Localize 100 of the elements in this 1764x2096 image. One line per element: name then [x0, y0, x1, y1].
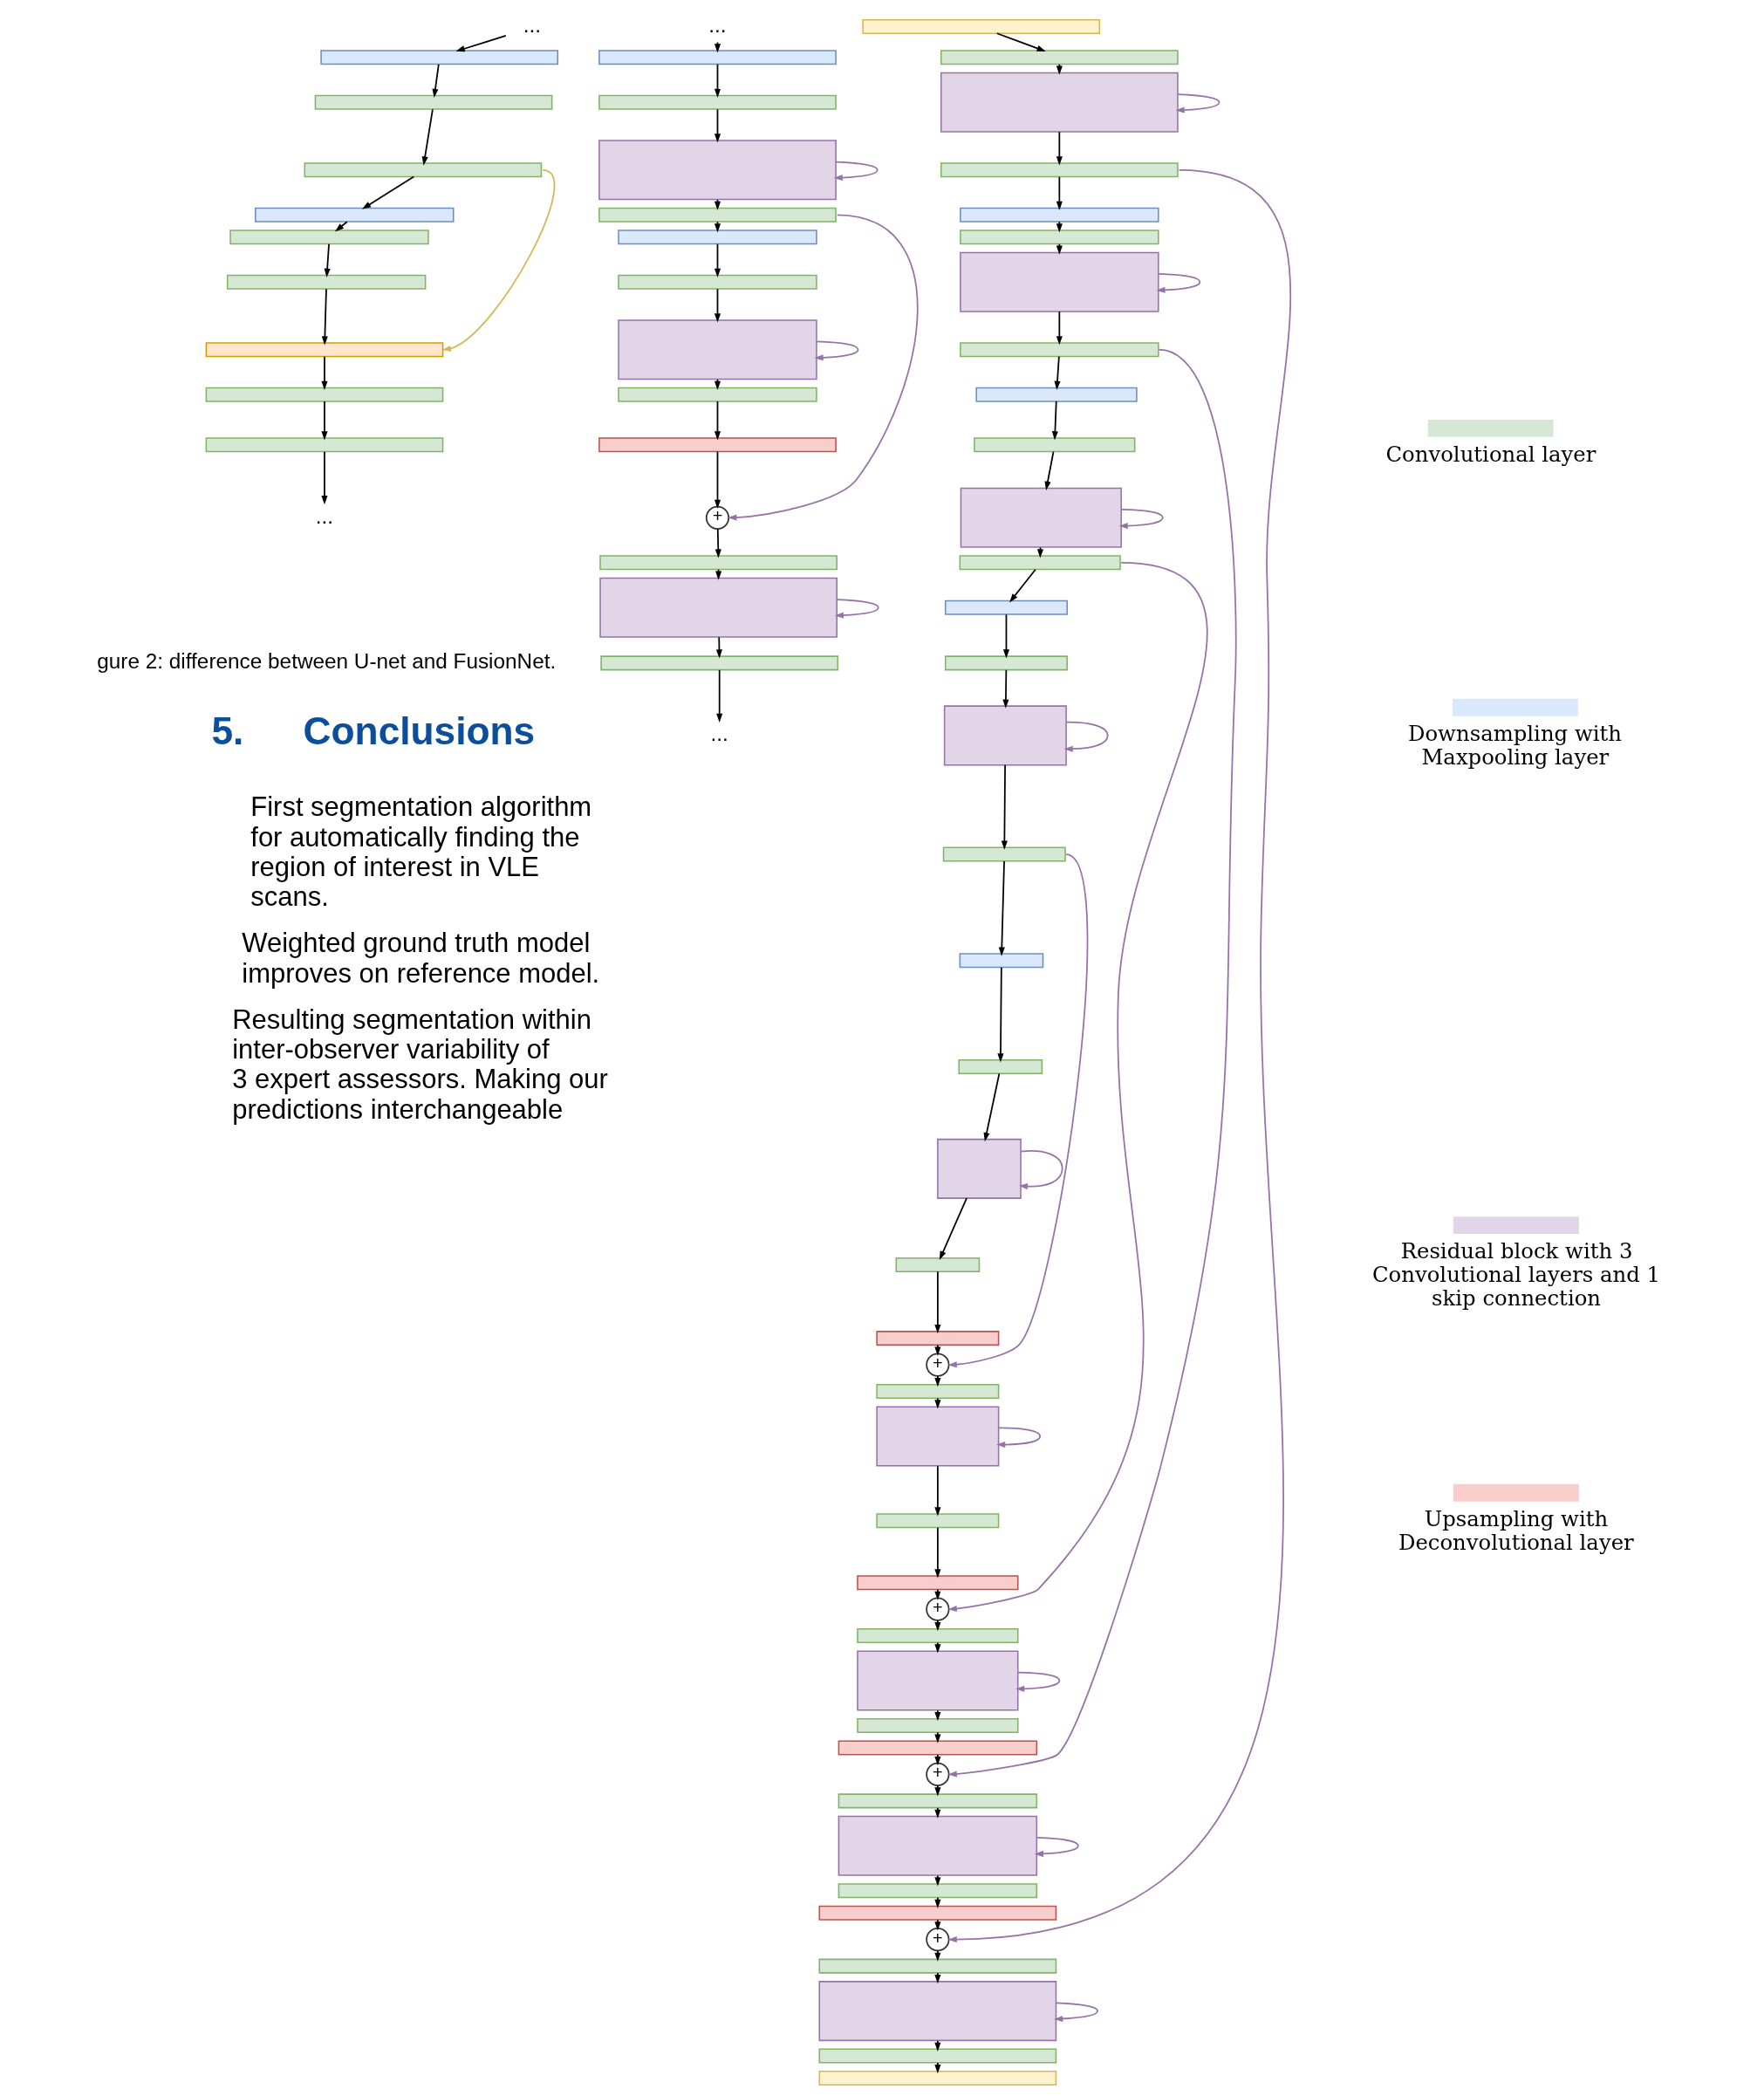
node-bar — [617, 387, 817, 402]
node-bar — [598, 207, 837, 223]
node-bar — [818, 2071, 1056, 2086]
node-bar — [959, 342, 1159, 358]
arrow — [1053, 355, 1061, 390]
node-box — [617, 319, 817, 380]
node-bar — [973, 437, 1135, 453]
node-bar — [838, 1740, 1037, 1756]
node-bar — [205, 342, 443, 358]
arrow — [334, 221, 348, 232]
node-box — [856, 1650, 1019, 1711]
arrow — [1118, 508, 1164, 530]
arrow — [714, 243, 721, 277]
node-bar — [944, 655, 1068, 671]
arrow — [947, 168, 1291, 1943]
node-bar — [861, 18, 1100, 34]
arrow — [715, 636, 722, 659]
arrow — [939, 1197, 967, 1260]
node-bar — [205, 437, 443, 453]
node-bar — [617, 229, 817, 245]
node-circle: + — [925, 1597, 949, 1621]
node-bar — [957, 1059, 1043, 1075]
node-bar — [226, 274, 426, 290]
node-bar — [940, 162, 1179, 178]
arrow — [714, 108, 721, 143]
arrow — [421, 108, 434, 166]
arrow — [1008, 568, 1036, 603]
arrow — [995, 1427, 1041, 1449]
arrow — [320, 355, 328, 390]
arrow — [321, 288, 328, 346]
node-bar — [617, 274, 817, 290]
label: 5. — [210, 709, 243, 752]
arrow — [1175, 93, 1220, 113]
node-bar — [875, 1331, 999, 1346]
arrow — [714, 450, 721, 510]
node-box — [875, 1406, 999, 1467]
node-text: ... — [708, 12, 727, 37]
arrow — [834, 599, 879, 619]
node-bar — [959, 555, 1121, 571]
node-bar — [959, 229, 1159, 245]
label: Resulting segmentation within inter-observer variability of 3 expert assessors. Making our predictions interchangeable — [231, 1003, 608, 1125]
arrow — [813, 340, 858, 361]
arrow — [715, 669, 722, 723]
arrow — [320, 401, 328, 441]
node-box — [838, 1815, 1037, 1876]
arrow — [996, 966, 1004, 1063]
arrow — [998, 860, 1005, 956]
label: First segmentation algorithm for automatically finding the region of interest in VLE scans. — [250, 791, 591, 913]
arrow — [933, 1271, 940, 1334]
arrow — [1051, 401, 1058, 441]
arrow — [933, 1526, 940, 1579]
arrow — [1056, 131, 1063, 166]
arrow — [324, 243, 331, 277]
node-circle: + — [925, 1928, 949, 1952]
label: Conclusions — [303, 709, 535, 752]
node-bar — [314, 94, 552, 110]
node-bar — [940, 50, 1179, 65]
arrow — [1015, 1671, 1060, 1692]
legend-label: Residual block with 3 Convolutional layers and 1 skip connection — [1371, 1238, 1660, 1311]
node-bar — [229, 229, 429, 245]
arrow — [1044, 450, 1054, 490]
arrow — [1001, 764, 1008, 850]
node-text: ... — [315, 503, 333, 528]
node-text: ... — [523, 12, 541, 37]
legend-label: Downsampling with Maxpooling layer — [1407, 721, 1622, 770]
node-bar — [818, 2048, 1056, 2064]
node-circle: + — [705, 505, 729, 530]
arrow — [714, 288, 721, 323]
arrow — [1056, 311, 1063, 346]
arrow — [995, 32, 1046, 51]
node-bar — [818, 1905, 1056, 1921]
arrow — [1002, 613, 1009, 659]
node-box — [940, 72, 1179, 133]
arrow — [833, 161, 879, 182]
node-bar — [319, 50, 558, 65]
node-bar — [598, 94, 837, 110]
node-bar — [856, 1628, 1019, 1644]
arrow — [983, 1072, 1000, 1142]
node-bar — [959, 207, 1159, 223]
arrow — [441, 168, 555, 353]
arrow — [1063, 721, 1109, 752]
arrow — [1056, 175, 1063, 211]
arrow — [933, 1465, 940, 1517]
node-box — [960, 487, 1122, 548]
node-bar — [304, 162, 542, 178]
node-box — [936, 1138, 1022, 1199]
label: gure 2: difference between U-net and FusionNet. — [96, 649, 556, 674]
node-bar — [838, 1793, 1037, 1809]
arrow — [714, 63, 721, 99]
arrow — [1018, 1150, 1063, 1190]
arrow — [947, 853, 1088, 1368]
arrow — [1002, 669, 1008, 709]
arrow — [714, 401, 721, 441]
arrow — [947, 348, 1237, 1777]
node-bar — [254, 207, 454, 223]
node-bar — [875, 1513, 999, 1529]
arrow — [714, 528, 721, 558]
node-bar — [959, 953, 1043, 969]
node-bar — [205, 387, 443, 402]
node-bar — [856, 1575, 1019, 1591]
